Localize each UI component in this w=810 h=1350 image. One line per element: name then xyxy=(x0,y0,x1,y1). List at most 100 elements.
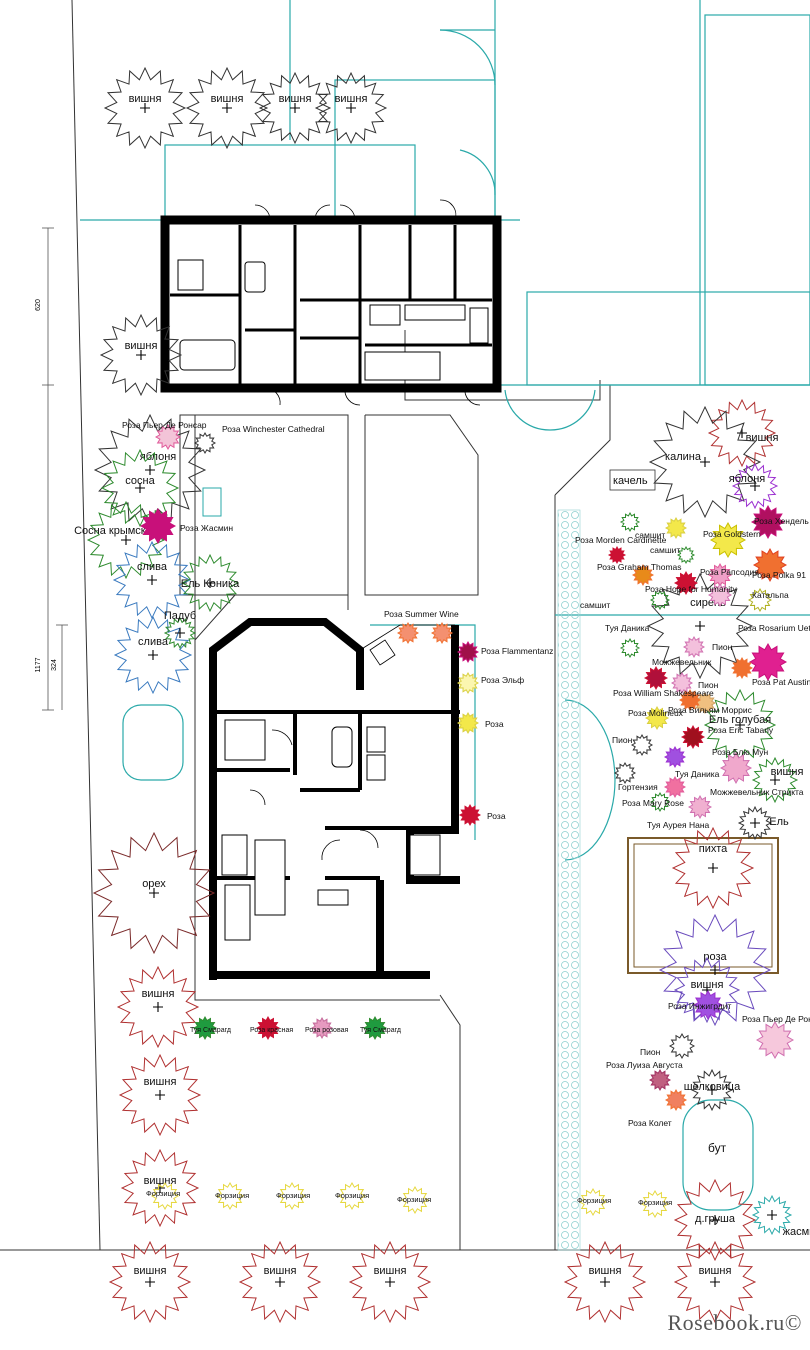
label-flammentanz: Роза Flammentanz xyxy=(481,646,553,656)
flower-marker-25 xyxy=(709,521,747,559)
label-graham: Роза Graham Thomas xyxy=(597,562,682,572)
tree-crown xyxy=(118,1053,202,1137)
flower-marker-19 xyxy=(640,1189,670,1219)
tree-29: роза xyxy=(658,913,772,1027)
tree-30: вишня xyxy=(673,956,741,1024)
tree-center-mark xyxy=(222,103,232,113)
tree-crown xyxy=(731,462,779,510)
label-tuya2: Туя Смарагд xyxy=(360,1027,401,1034)
tree-9: Ель Коника xyxy=(180,553,240,613)
flower-marker-15 xyxy=(277,1181,307,1211)
label-haendel: Роза Хендель xyxy=(754,516,809,526)
tree-label: жасмин xyxy=(783,1226,810,1238)
tree-crown xyxy=(348,1240,432,1324)
tree-label: Ель Коника xyxy=(181,578,240,590)
label-but: бут xyxy=(708,1141,727,1155)
tree-label: роза xyxy=(703,951,727,963)
tree-center-mark xyxy=(145,465,155,475)
flower-marker-48 xyxy=(649,791,671,813)
flower-marker-45 xyxy=(719,751,753,785)
label-polka: Роза Polka 91 xyxy=(752,570,806,580)
tree-label: шелковица xyxy=(684,1081,741,1093)
tree-crown xyxy=(751,756,799,804)
tree-crown xyxy=(658,913,772,1027)
fence-box xyxy=(627,837,779,974)
tree-22: калина xyxy=(648,405,762,519)
label-samshit2: самшит xyxy=(650,545,680,555)
tree-label: калина xyxy=(665,451,702,463)
tree-crown xyxy=(238,1240,322,1324)
tree-center-mark xyxy=(140,103,150,113)
tree-crown xyxy=(99,313,183,397)
flower-marker-6 xyxy=(456,671,480,695)
tree-label: Падуб xyxy=(164,610,196,622)
tree-center-mark xyxy=(700,457,710,467)
tree-label: слива xyxy=(137,561,168,573)
label-mozhzh2: Можжевельник Стрикта xyxy=(710,787,804,797)
tree-label: вишня xyxy=(264,1265,297,1277)
flower-marker-38 xyxy=(670,671,694,695)
lower-house-plan xyxy=(209,618,460,980)
dimension-324: 324 xyxy=(51,659,58,671)
tree-center-mark xyxy=(695,621,705,631)
tree-label: вишня xyxy=(134,1265,167,1277)
flower-marker-40 xyxy=(678,688,702,712)
tree-15: вишня xyxy=(120,1148,200,1228)
tree-10: слива xyxy=(113,615,193,695)
flower-marker-16 xyxy=(337,1181,367,1211)
tree-crown xyxy=(673,1178,757,1262)
tree-label: Ель xyxy=(769,816,789,828)
tree-label: вишня xyxy=(699,1265,732,1277)
flower-marker-18 xyxy=(578,1187,608,1217)
flower-marker-35 xyxy=(748,642,788,682)
flower-marker-17 xyxy=(400,1185,430,1215)
label-morris: Роза Вильям Моррис xyxy=(668,705,753,715)
tree-crown xyxy=(563,1240,647,1324)
label-shakespeare: Роза William Shakespeare xyxy=(613,688,714,698)
tree-label: сосна xyxy=(125,475,155,487)
upper-house-plan xyxy=(160,199,502,406)
label-goldstern: Роза Goldstern xyxy=(703,529,761,539)
label-samshit3: самшит xyxy=(580,600,610,610)
tree-crown xyxy=(690,1068,734,1112)
flower-marker-46 xyxy=(613,761,637,785)
tree-crown xyxy=(180,553,240,613)
tree-label: вишня xyxy=(144,1175,177,1187)
flower-marker-12 xyxy=(362,1015,388,1041)
label-tuya-danika2: Туя Даника xyxy=(675,769,720,779)
flower-marker-52 xyxy=(668,1032,696,1060)
label-bluemoon: Роза Блю Мун xyxy=(712,747,769,757)
label-elf: Роза Эльф xyxy=(481,675,524,685)
label-tuya-danika1: Туя Даника xyxy=(605,623,650,633)
watermark: Rosebook.ru© xyxy=(667,1310,802,1335)
tree-crown xyxy=(92,831,216,955)
tree-label: вишня xyxy=(374,1265,407,1277)
flower-marker-23 xyxy=(631,563,655,587)
label-forsythia2: Форзиция xyxy=(215,1191,249,1200)
label-winchester: Роза Winchester Cathedral xyxy=(222,424,325,434)
label-summerwine: Роза Summer Wine xyxy=(384,609,459,619)
label-patausten: Роза Pat Austin xyxy=(752,677,810,687)
tree-center-mark xyxy=(600,1277,610,1287)
tree-crown xyxy=(648,405,762,519)
tree-center-mark xyxy=(710,1277,720,1287)
flower-marker-2 xyxy=(139,507,177,545)
tree-center-mark xyxy=(707,1085,717,1095)
tree-17: вишня xyxy=(238,1240,322,1324)
label-mozhzh1: Можжевельник xyxy=(652,657,712,667)
label-tabarly: Роза Eric Tabarly xyxy=(708,725,774,735)
label-forsythia6: Форзиция xyxy=(577,1196,611,1205)
label-morden: Роза Morden Cardinette xyxy=(575,535,667,545)
flower-marker-44 xyxy=(663,745,687,769)
label-pion1: Пион xyxy=(712,642,733,652)
tree-2: вишня xyxy=(258,71,332,145)
flower-marker-14 xyxy=(215,1181,245,1211)
tree-23: яблоня xyxy=(729,462,779,510)
tree-1: вишня xyxy=(185,66,269,150)
tree-19: вишня xyxy=(563,1240,647,1324)
tree-center-mark xyxy=(290,103,300,113)
label-pion3: Пион xyxy=(612,735,633,745)
flower-marker-41 xyxy=(644,705,670,731)
label-forsythia3: Форзиция xyxy=(276,1191,310,1200)
flower-marker-22 xyxy=(607,545,627,565)
